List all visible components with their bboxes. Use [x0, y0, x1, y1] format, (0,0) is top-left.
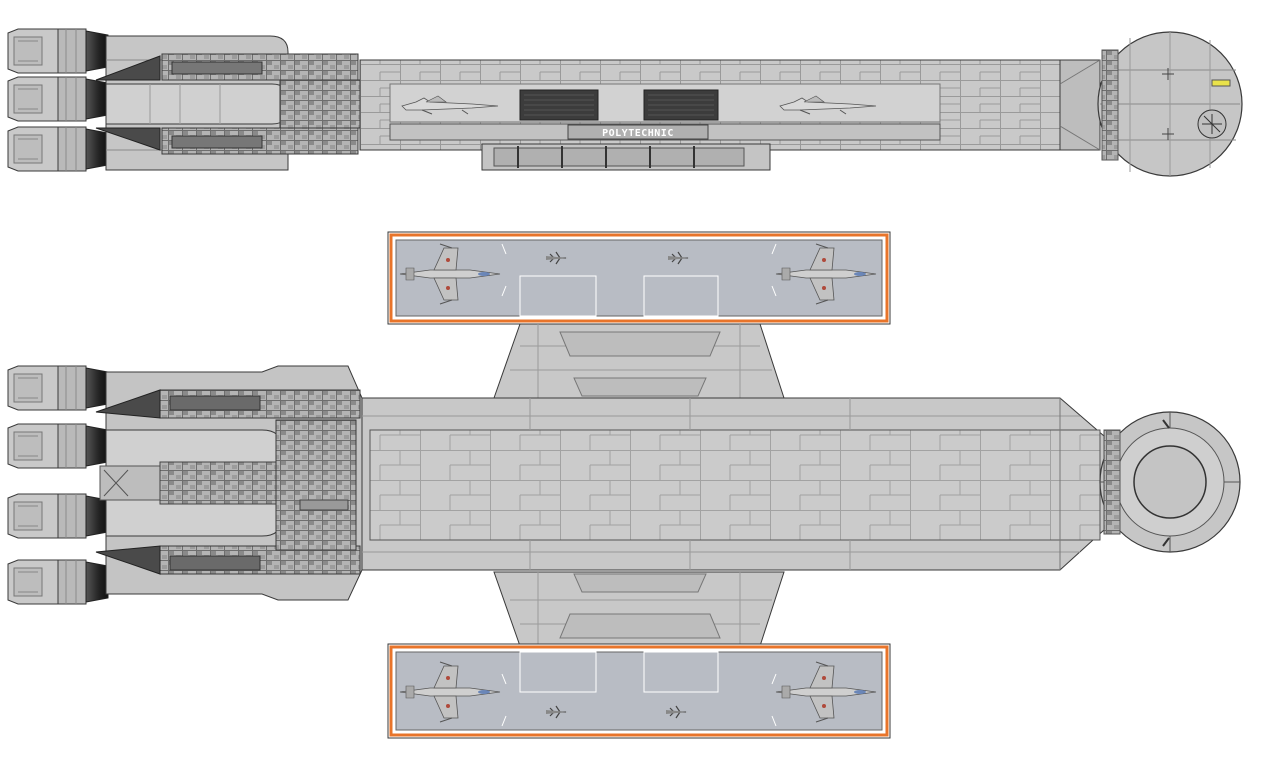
- hull-label: POLYTECHNIC: [602, 128, 674, 139]
- side-view: POLYTECHNIC: [7, 28, 1243, 177]
- flight-deck-upper: [387, 231, 891, 325]
- hangar-wing-upper: [493, 323, 785, 399]
- top-view: [7, 231, 1241, 739]
- top-main-hull: [361, 397, 1105, 571]
- side-forward-sphere: [1097, 31, 1243, 177]
- side-engines: [7, 28, 109, 172]
- top-engines: [7, 365, 109, 605]
- hangar-wing-lower: [493, 571, 785, 647]
- flight-deck-lower: [387, 643, 891, 739]
- side-spine: POLYTECHNIC: [359, 59, 1101, 171]
- side-aft-section: [95, 35, 361, 171]
- top-aft-section: [95, 365, 363, 601]
- top-forward-sphere: [1099, 411, 1241, 553]
